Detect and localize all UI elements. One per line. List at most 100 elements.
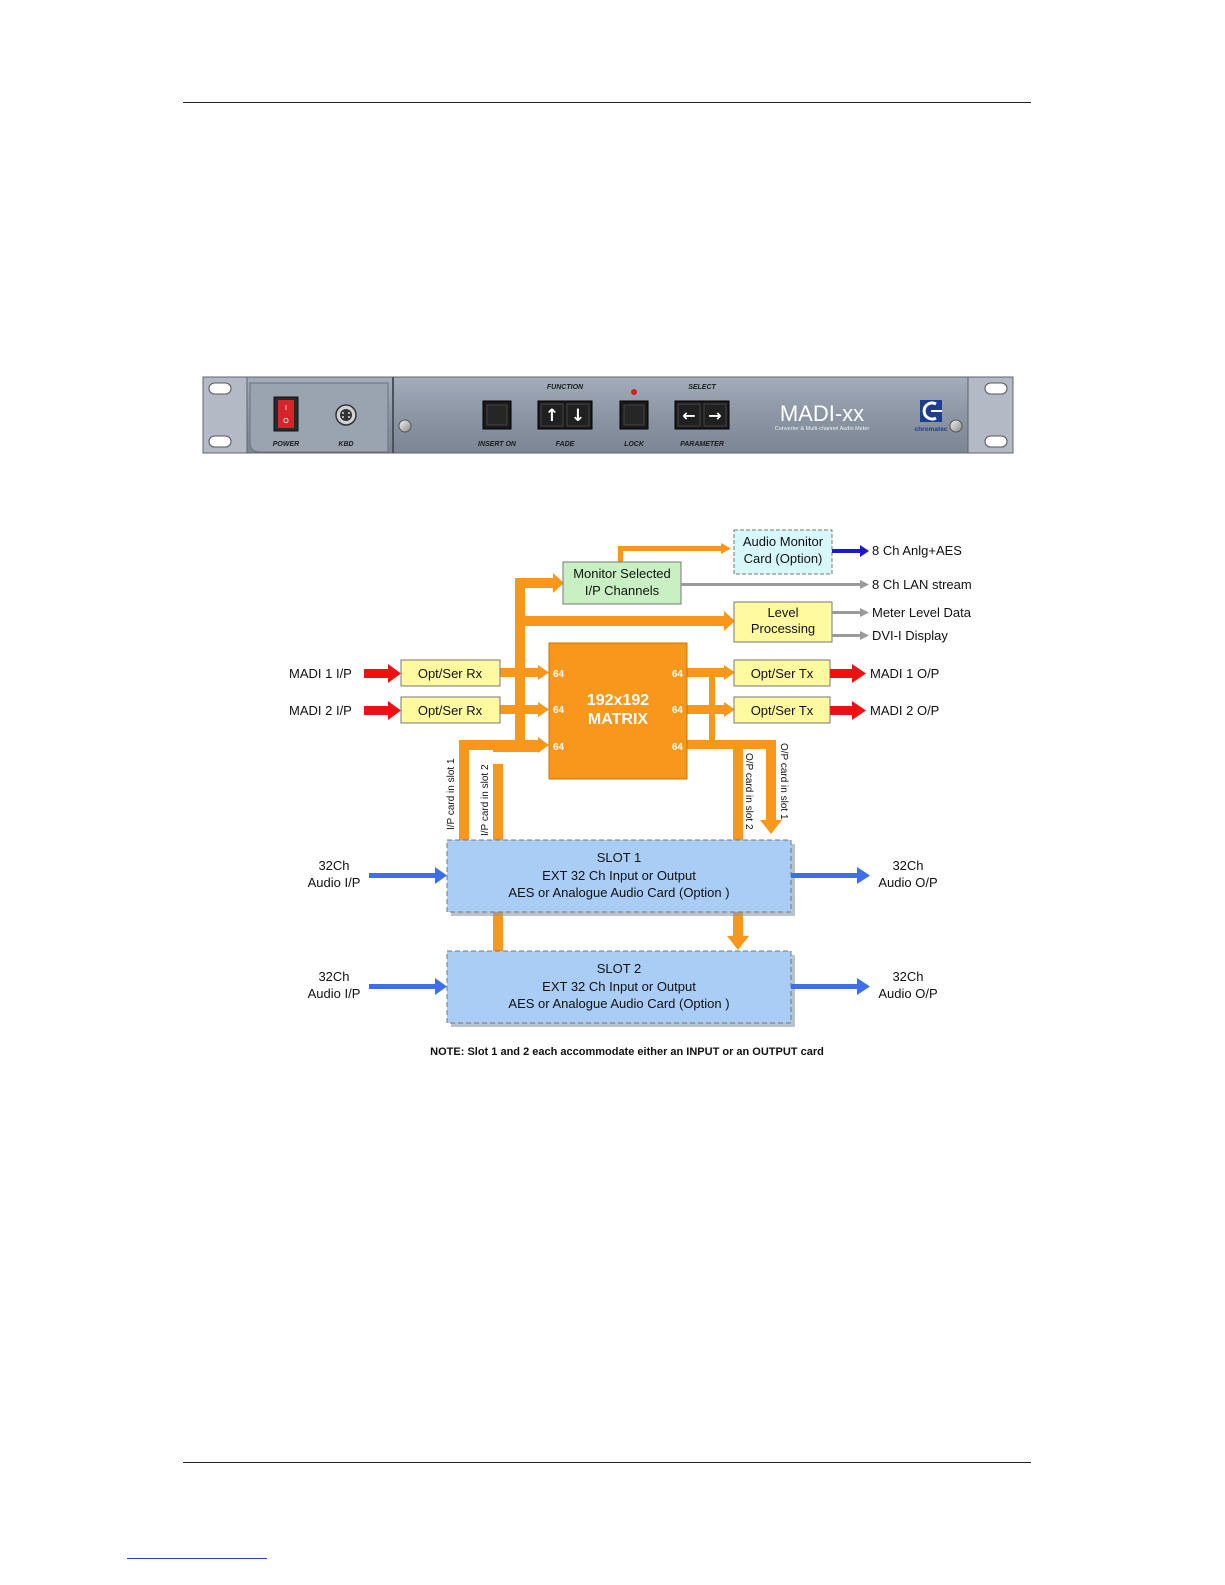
keyboard-port-icon[interactable] xyxy=(335,404,357,426)
header-rule xyxy=(183,102,1031,103)
matrix-port-out-2: 64 xyxy=(672,705,684,716)
lock-button[interactable] xyxy=(619,400,649,430)
slot2-audio-out-line1: 32Ch xyxy=(892,969,923,984)
madi1-out-label: MADI 1 O/P xyxy=(870,666,939,681)
slot2-line2: EXT 32 Ch Input or Output xyxy=(542,979,696,994)
panel-screw-right xyxy=(949,419,963,433)
tx1-label: Opt/Ser Tx xyxy=(751,666,814,681)
rack-hole-top-left xyxy=(208,382,232,395)
ip-slot1-label: I/P card in slot 1 xyxy=(446,758,457,830)
out-meter: Meter Level Data xyxy=(872,605,972,620)
dvi-display-arrow xyxy=(832,631,869,640)
audio-monitor-card xyxy=(733,529,833,575)
rack-hole-bottom-left xyxy=(208,435,232,448)
orange-signal-buses xyxy=(459,543,782,952)
matrix-line1: 192x192 xyxy=(587,692,649,709)
lock-label: LOCK xyxy=(624,441,645,448)
madi1-in-label: MADI 1 I/P xyxy=(289,666,352,681)
madi2-in-label: MADI 2 I/P xyxy=(289,703,352,718)
op-slot1-label: O/P card in slot 1 xyxy=(778,743,789,820)
arrow-left-icon: ← xyxy=(682,406,695,425)
block-diagram: Audio Monitor Card (Option) Monitor Sele… xyxy=(289,529,972,1058)
function-label: FUNCTION xyxy=(547,384,584,391)
ip-slot2-label: I/P card in slot 2 xyxy=(480,764,491,836)
matrix-port-in-2: 64 xyxy=(553,705,565,716)
level-processing-line1: Level xyxy=(767,605,798,620)
power-switch[interactable] xyxy=(273,396,299,432)
slot1-line2: EXT 32 Ch Input or Output xyxy=(542,868,696,883)
monitor-selected-box xyxy=(562,561,682,605)
slot2-audio-in-line2: Audio I/P xyxy=(308,986,361,1001)
fade-label: FADE xyxy=(556,441,575,448)
slot1-audio-in-line2: Audio I/P xyxy=(308,875,361,890)
madi2-in-arrow xyxy=(364,701,401,720)
out-anlg-aes: 8 Ch Anlg+AES xyxy=(872,543,962,558)
arrow-down-icon: ↓ xyxy=(571,406,585,426)
slot2-audio-in-line1: 32Ch xyxy=(318,969,349,984)
rx2-box xyxy=(400,696,501,724)
op-slot2-label: O/P card in slot 2 xyxy=(743,753,754,830)
out-dvi: DVI-I Display xyxy=(872,628,948,643)
madi1-in-arrow xyxy=(364,664,401,683)
tx2-label: Opt/Ser Tx xyxy=(751,703,814,718)
chromatec-logo-icon xyxy=(920,400,942,422)
audio-monitor-line2: Card (Option) xyxy=(744,551,823,566)
slot2-title: SLOT 2 xyxy=(597,961,642,976)
slot2-box xyxy=(446,950,792,1024)
parameter-label: PARAMETER xyxy=(680,441,724,448)
rack-hole-bottom-right xyxy=(984,435,1008,448)
parameter-right-button[interactable] xyxy=(703,403,727,427)
fade-up-button[interactable] xyxy=(540,403,564,427)
slot2-audio-in-arrow xyxy=(369,978,447,995)
slot2-audio-out-arrow xyxy=(791,978,870,995)
slot1-title: SLOT 1 xyxy=(597,850,642,865)
footer-link-underline xyxy=(127,1558,267,1559)
rx1-box xyxy=(400,659,501,687)
anlg-aes-arrow xyxy=(832,545,869,557)
power-switch-off-glyph: O xyxy=(283,418,289,425)
slot2-line3: AES or Analogue Audio Card (Option ) xyxy=(508,996,729,1011)
out-lan: 8 Ch LAN stream xyxy=(872,577,972,592)
arrow-right-icon: → xyxy=(708,406,721,425)
level-processing-box xyxy=(733,601,833,643)
kbd-label: KBD xyxy=(338,441,353,448)
madi1-out-arrow xyxy=(830,664,866,683)
level-processing-line2: Processing xyxy=(751,621,815,636)
tx1-box xyxy=(733,659,831,687)
matrix-port-out-3: 64 xyxy=(672,742,684,753)
rx2-label: Opt/Ser Rx xyxy=(418,703,483,718)
slot1-box xyxy=(446,839,792,913)
insert-on-label: INSERT ON xyxy=(478,441,517,448)
slot1-audio-out-line1: 32Ch xyxy=(892,858,923,873)
slot2-audio-out-line2: Audio O/P xyxy=(878,986,937,1001)
front-panel: I O POWER KBD FUNCTION SELECT INSERT ON … xyxy=(202,376,1014,454)
slot1-audio-out-line2: Audio O/P xyxy=(878,875,937,890)
monitor-selected-line1: Monitor Selected xyxy=(573,566,671,581)
madi2-out-label: MADI 2 O/P xyxy=(870,703,939,718)
slot1-line3: AES or Analogue Audio Card (Option ) xyxy=(508,885,729,900)
lock-indicator-led xyxy=(631,389,637,395)
insert-on-button[interactable] xyxy=(482,400,512,430)
panel-screw-left xyxy=(398,419,412,433)
model-subtitle: Converter & Multi-channel Audio Meter xyxy=(775,426,870,432)
slot1-audio-in-arrow xyxy=(369,867,447,884)
meter-data-arrow xyxy=(832,608,869,617)
rx1-label: Opt/Ser Rx xyxy=(418,666,483,681)
slot1-audio-out-arrow xyxy=(791,867,870,884)
madi2-out-arrow xyxy=(830,701,866,720)
matrix-line2: MATRIX xyxy=(588,711,648,728)
brand-name: chromatec xyxy=(915,426,948,433)
parameter-left-button[interactable] xyxy=(677,403,701,427)
arrow-up-icon: ↑ xyxy=(545,406,559,426)
footer-rule xyxy=(183,1462,1031,1463)
select-label: SELECT xyxy=(688,384,716,391)
slot1-audio-in-line1: 32Ch xyxy=(318,858,349,873)
fade-down-button[interactable] xyxy=(566,403,590,427)
diagram-note: NOTE: Slot 1 and 2 each accommodate eith… xyxy=(430,1046,824,1058)
audio-monitor-line1: Audio Monitor xyxy=(743,534,824,549)
matrix-box xyxy=(548,642,688,780)
rack-hole-top-right xyxy=(984,382,1008,395)
tx2-box xyxy=(733,696,831,724)
power-label: POWER xyxy=(273,441,299,448)
